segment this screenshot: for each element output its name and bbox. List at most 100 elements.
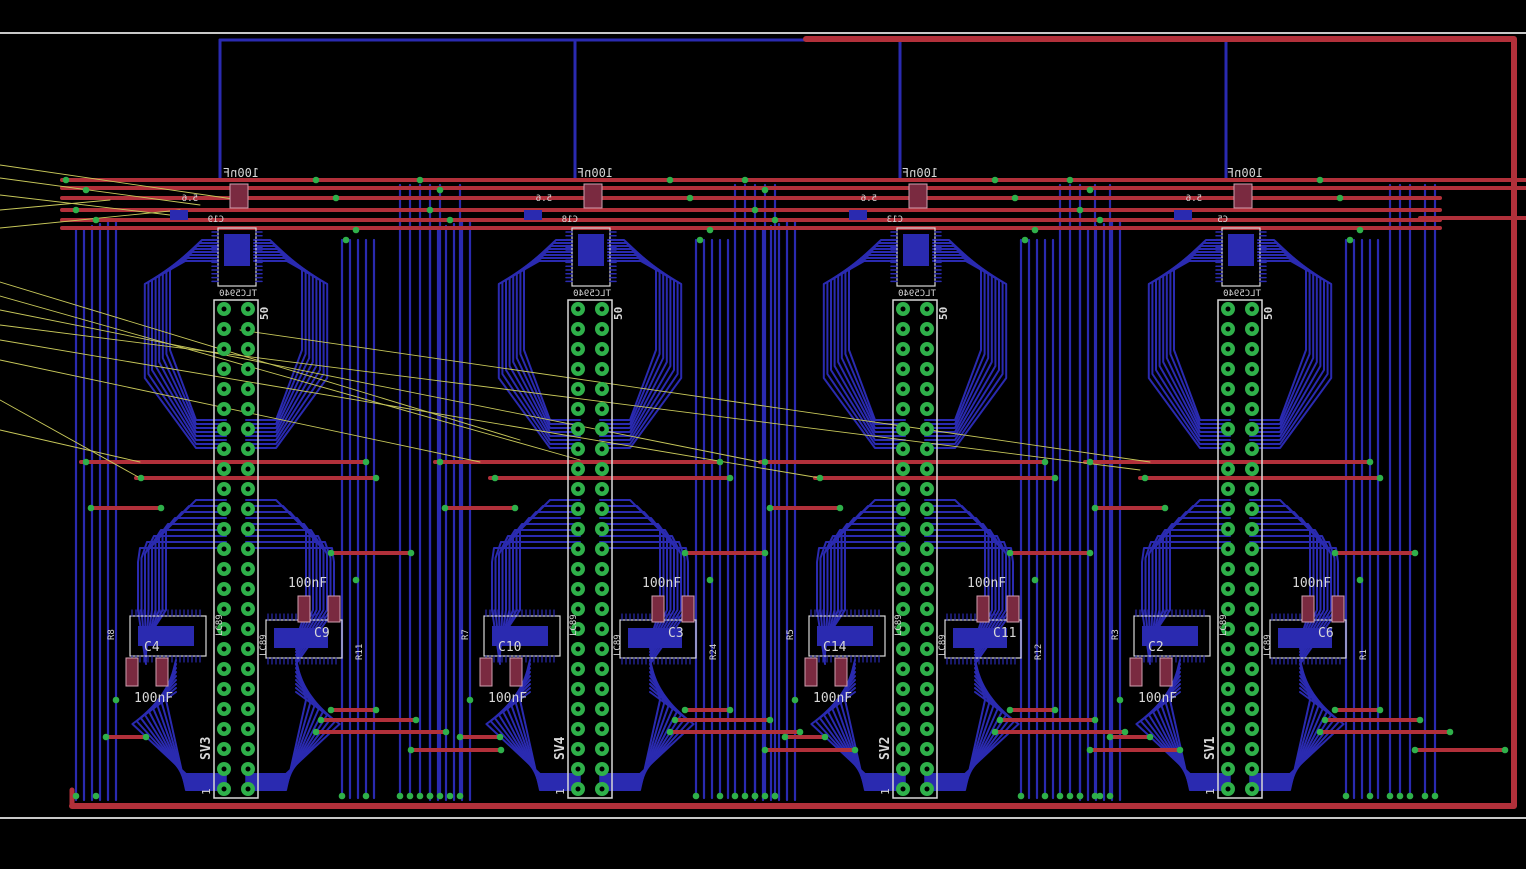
via <box>1041 792 1049 800</box>
via <box>352 576 360 584</box>
pad-drill <box>221 566 227 572</box>
pad-drill <box>245 526 251 532</box>
lc-right-label: LC89 <box>259 634 269 656</box>
fanout <box>824 529 906 656</box>
pad-drill <box>1249 646 1255 652</box>
pad-drill <box>924 546 930 552</box>
fanout <box>1151 257 1231 445</box>
via <box>1006 549 1014 557</box>
pad-drill <box>924 766 930 772</box>
via <box>442 728 450 736</box>
cap-left-label: C14 <box>823 640 847 655</box>
fanout <box>135 687 227 777</box>
pad-drill <box>1225 686 1231 692</box>
top-copper-layer <box>60 36 1526 809</box>
via <box>1356 226 1364 234</box>
via <box>1086 549 1094 557</box>
fanout <box>1249 687 1341 777</box>
via <box>1316 728 1324 736</box>
via <box>781 733 789 741</box>
pad-drill <box>599 666 605 672</box>
fanout <box>158 248 227 433</box>
fanout <box>599 659 661 791</box>
lc-right-label: LC89 <box>1263 634 1273 656</box>
pad-drill <box>575 566 581 572</box>
cap-top-value: 100nF <box>1227 166 1263 180</box>
pad-drill <box>1225 486 1231 492</box>
fanout <box>599 535 682 659</box>
pad-drill <box>900 486 906 492</box>
fanout <box>1173 239 1231 421</box>
fanout <box>493 683 581 779</box>
pad-drill <box>245 586 251 592</box>
via <box>416 792 424 800</box>
via <box>92 216 100 224</box>
via <box>671 716 679 724</box>
fanout <box>924 671 999 785</box>
fanout <box>245 683 333 779</box>
pad-drill <box>221 646 227 652</box>
pad-drill <box>1249 726 1255 732</box>
cap-right-pad <box>976 595 990 623</box>
lc-left-label: LC89 <box>894 614 904 636</box>
pad-drill <box>1225 646 1231 652</box>
cap-bottom-pad <box>155 657 169 687</box>
fanout <box>924 248 993 433</box>
pad-drill <box>221 366 227 372</box>
fanout <box>924 245 990 429</box>
via <box>436 792 444 800</box>
airwire <box>0 309 761 463</box>
fanout <box>924 251 997 437</box>
via <box>796 728 804 736</box>
pad-drill <box>924 366 930 372</box>
via <box>1011 194 1019 202</box>
via <box>761 746 769 754</box>
module-sv4 <box>479 183 697 799</box>
fanout <box>599 529 679 656</box>
pad-drill <box>599 426 605 432</box>
fanout <box>131 691 227 775</box>
via <box>62 176 70 184</box>
pad-drill <box>221 586 227 592</box>
pad-drill <box>599 566 605 572</box>
via <box>766 504 774 512</box>
pad-drill <box>1249 586 1255 592</box>
via <box>407 746 415 754</box>
via <box>511 504 519 512</box>
fanout <box>1249 248 1318 433</box>
pad-drill <box>1225 566 1231 572</box>
pad-drill <box>924 306 930 312</box>
via <box>666 728 674 736</box>
cap-right-pad <box>327 595 341 623</box>
pad-drill <box>221 426 227 432</box>
fanout <box>1249 245 1315 429</box>
pad-drill <box>900 786 906 792</box>
airwire <box>0 194 171 216</box>
pad-drill <box>575 526 581 532</box>
pad-drill <box>924 526 930 532</box>
header-designator: SV4 <box>553 736 568 760</box>
pad-drill <box>1249 466 1255 472</box>
pad-drill <box>1225 626 1231 632</box>
fanout <box>519 659 581 791</box>
pad-drill <box>599 626 605 632</box>
fanout <box>840 245 906 429</box>
pad-drill <box>1225 586 1231 592</box>
via <box>1076 206 1084 214</box>
via <box>1416 716 1424 724</box>
pad-drill <box>221 546 227 552</box>
pad-drill <box>1225 526 1231 532</box>
fanout <box>924 239 982 421</box>
pad-drill <box>575 506 581 512</box>
via <box>696 236 704 244</box>
pad-drill <box>245 626 251 632</box>
via <box>327 549 335 557</box>
pad-drill <box>900 726 906 732</box>
pad-drill <box>1225 346 1231 352</box>
pad-drill <box>245 446 251 452</box>
pad-drill <box>245 426 251 432</box>
cap-bottom-pad <box>804 657 818 687</box>
pad-drill <box>599 646 605 652</box>
fanout <box>145 529 227 656</box>
